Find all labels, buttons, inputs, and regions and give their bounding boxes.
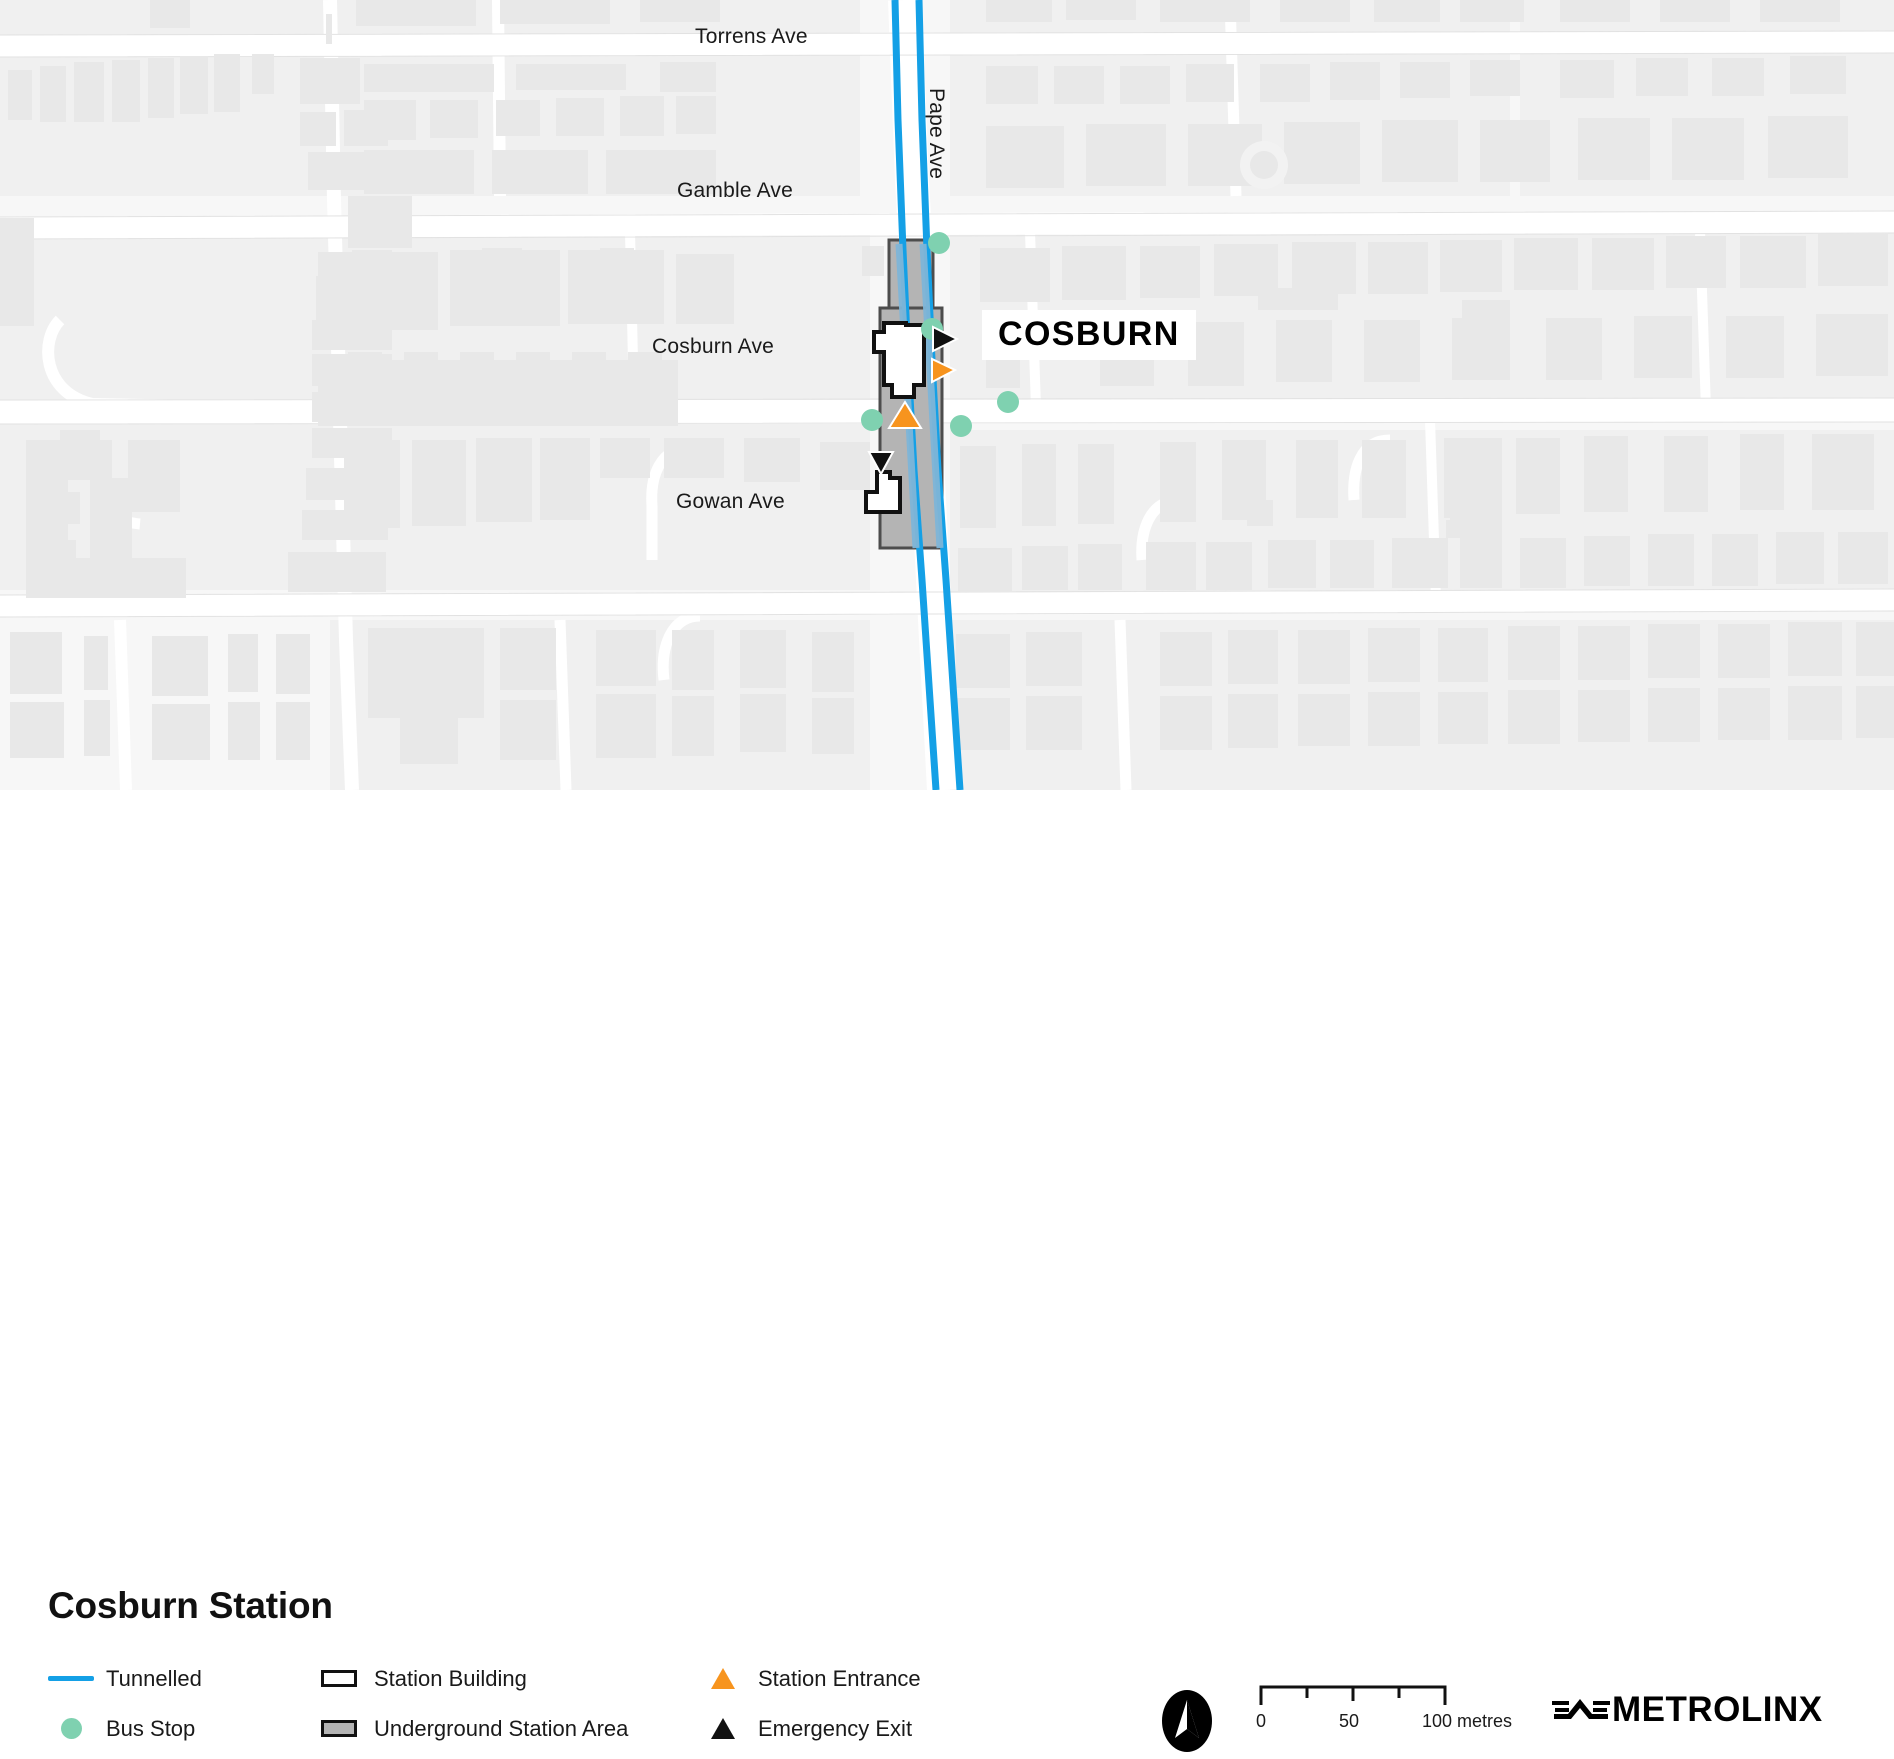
street-label-gamble-ave: Gamble Ave xyxy=(677,179,794,202)
street-label-gowan-ave: Gowan Ave xyxy=(676,490,785,513)
bus-stop-icon xyxy=(48,1718,94,1739)
compass-rose xyxy=(1158,1688,1216,1759)
legend-label-station-building: Station Building xyxy=(374,1665,527,1691)
emergency-exit-markers xyxy=(867,325,960,477)
emergency-exit-icon xyxy=(700,1718,746,1739)
scale-tick-50: 50 xyxy=(1339,1711,1360,1731)
legend-column-1: Tunnelled Bus Stop xyxy=(48,1660,202,1747)
legend-item-station-building: Station Building xyxy=(316,1660,628,1697)
metrolinx-logo-mark xyxy=(1552,1690,1610,1729)
station-name-label: COSBURN xyxy=(982,310,1196,360)
street-label-torrens-ave: Torrens Ave xyxy=(695,25,808,48)
legend-column-2: Station Building Underground Station Are… xyxy=(316,1660,628,1747)
bus-stop-markers xyxy=(861,232,1019,437)
legend-item-station-entrance: Station Entrance xyxy=(700,1660,921,1697)
underground-station-area-icon xyxy=(316,1720,362,1737)
station-entrance-icon xyxy=(700,1668,746,1689)
street-label-cosburn-ave: Cosburn Ave xyxy=(652,335,775,358)
map-canvas[interactable]: .bld{fill:#e8e8e8;} .bld2{fill:#ebebeb;}… xyxy=(0,0,1894,790)
scale-tick-100: 100 metres xyxy=(1422,1711,1513,1731)
legend-item-tunnelled: Tunnelled xyxy=(48,1660,202,1697)
legend-title: Cosburn Station xyxy=(48,1585,333,1626)
street-label-pape-ave: Pape Ave xyxy=(925,88,948,180)
station-entrance-markers xyxy=(887,357,958,429)
scale-bar: 0 50 100 metres xyxy=(1256,1683,1512,1731)
legend-panel: Cosburn Station Tunnelled Bus Stop Stati… xyxy=(0,790,1894,1752)
legend-label-tunnelled: Tunnelled xyxy=(106,1665,202,1691)
legend-column-3: Station Entrance Emergency Exit xyxy=(700,1660,921,1747)
tunnelled-line-icon xyxy=(48,1676,94,1681)
legend-label-underground-station-area: Underground Station Area xyxy=(374,1715,629,1741)
station-building xyxy=(864,321,926,514)
legend-label-station-entrance: Station Entrance xyxy=(758,1665,921,1691)
metrolinx-wordmark: METROLINX xyxy=(1612,1690,1823,1729)
legend-item-bus-stop: Bus Stop xyxy=(48,1710,202,1747)
legend-item-emergency-exit: Emergency Exit xyxy=(700,1710,921,1747)
legend-label-emergency-exit: Emergency Exit xyxy=(758,1715,913,1741)
scale-tick-0: 0 xyxy=(1256,1711,1267,1731)
legend-item-underground-station-area: Underground Station Area xyxy=(316,1710,628,1747)
legend-label-bus-stop: Bus Stop xyxy=(106,1715,196,1741)
station-building-icon xyxy=(316,1670,362,1687)
